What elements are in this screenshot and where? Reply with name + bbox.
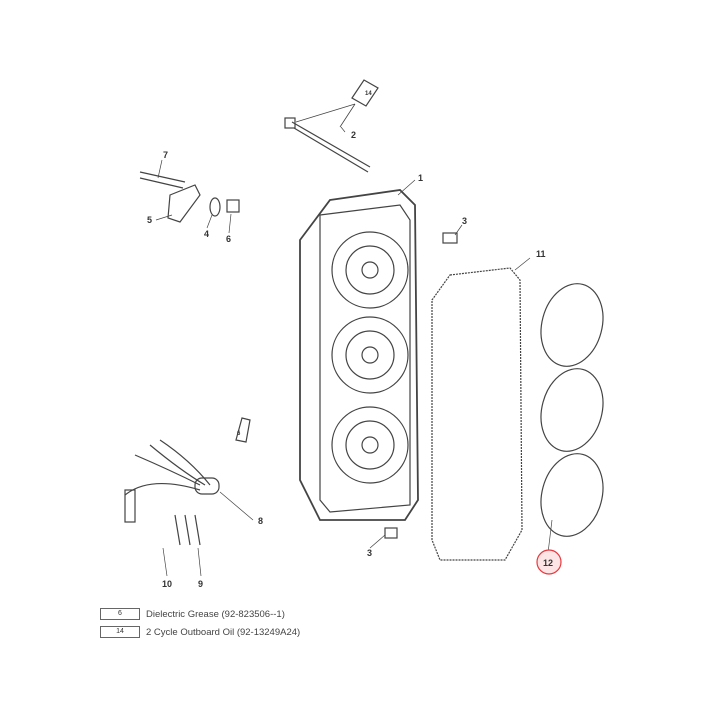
callout-2: 2 — [351, 130, 356, 140]
legend-item: 6 Dielectric Grease (92-823506--1) — [100, 608, 285, 620]
callout-6: 6 — [226, 234, 231, 244]
cylinder-head — [299, 189, 419, 521]
callout-12[interactable]: 12 — [543, 558, 553, 568]
callout-10: 10 — [162, 579, 172, 589]
callout-1: 1 — [418, 173, 423, 183]
bolt — [291, 121, 371, 173]
plate — [167, 184, 201, 223]
plug — [442, 232, 458, 244]
callout-5: 5 — [147, 215, 152, 225]
oil-tube — [351, 79, 379, 107]
tube-icon: 14 — [100, 626, 140, 638]
o-ring — [540, 368, 604, 452]
callout-7: 7 — [163, 150, 168, 160]
bolt-7 — [139, 171, 186, 189]
wire-harness — [124, 439, 211, 496]
callout-14: 14 — [365, 91, 372, 97]
highlight-circle[interactable] — [536, 549, 562, 575]
head-gasket — [431, 267, 523, 561]
tube-icon: 6 — [100, 608, 140, 620]
o-ring — [540, 453, 604, 537]
legend-text: Dielectric Grease (92-823506--1) — [146, 608, 285, 620]
callout-8: 8 — [258, 516, 263, 526]
callout-3: 3 — [462, 216, 467, 226]
legend-text: 2 Cycle Outboard Oil (92-13249A24) — [146, 626, 301, 638]
callout-6-tube: 6 — [237, 431, 241, 437]
callout-4: 4 — [204, 229, 209, 239]
callout-9: 9 — [198, 579, 203, 589]
washer — [209, 197, 221, 217]
legend-item: 14 2 Cycle Outboard Oil (92-13249A24) — [100, 626, 300, 638]
plug — [384, 527, 398, 539]
callout-11: 11 — [536, 249, 546, 259]
callout-3: 3 — [367, 548, 372, 558]
fitting — [226, 199, 240, 213]
o-ring — [540, 283, 604, 367]
